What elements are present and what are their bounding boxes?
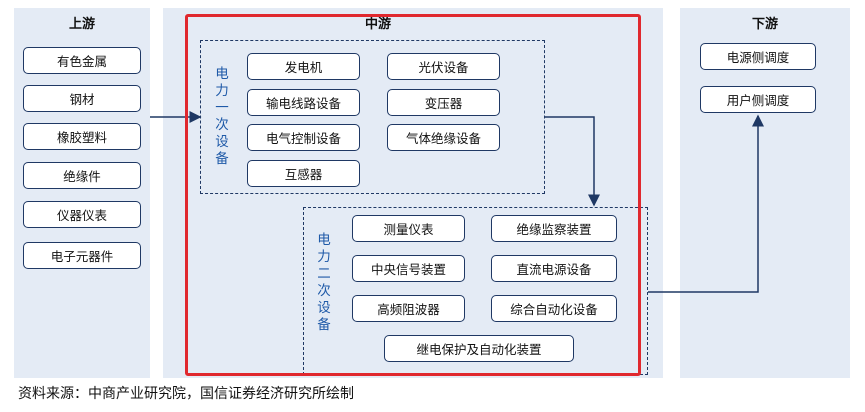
primary-item: 电气控制设备 xyxy=(247,124,360,151)
arrow-secondary-to-downstream xyxy=(648,114,764,293)
upstream-item: 橡胶塑料 xyxy=(23,123,141,150)
upstream-item: 绝缘件 xyxy=(23,162,141,189)
secondary-item: 高频阻波器 xyxy=(352,295,465,322)
upstream-item: 有色金属 xyxy=(23,47,141,74)
primary-item: 变压器 xyxy=(387,89,500,116)
upstream-item: 电子元器件 xyxy=(23,242,141,269)
primary-item: 互感器 xyxy=(247,160,360,187)
secondary-item: 中央信号装置 xyxy=(352,255,465,282)
secondary-item: 综合自动化设备 xyxy=(491,295,617,322)
downstream-item: 电源侧调度 xyxy=(700,43,816,70)
arrow-primary-to-secondary xyxy=(545,116,600,207)
primary-item: 光伏设备 xyxy=(387,53,500,80)
upstream-title: 上游 xyxy=(68,17,95,32)
midstream-title: 中游 xyxy=(364,17,391,32)
downstream-title: 下游 xyxy=(751,17,778,32)
primary-item: 发电机 xyxy=(247,53,360,80)
primary-equipment-group xyxy=(200,40,545,194)
primary-item: 输电线路设备 xyxy=(247,89,360,116)
upstream-item: 仪器仪表 xyxy=(23,201,141,228)
primary-item: 气体绝缘设备 xyxy=(387,124,500,151)
source-caption: 资料来源：中商产业研究院，国信证券经济研究所绘制 xyxy=(18,386,354,402)
secondary-item: 测量仪表 xyxy=(352,215,465,242)
secondary-item: 绝缘监察装置 xyxy=(491,215,617,242)
highlight-frame xyxy=(185,14,641,376)
upstream-item: 钢材 xyxy=(23,85,141,112)
secondary-item: 直流电源设备 xyxy=(491,255,617,282)
primary-equipment-label: 电力一次设备 xyxy=(215,66,229,167)
downstream-item: 用户侧调度 xyxy=(700,86,816,113)
secondary-equipment-label: 电力二次设备 xyxy=(317,232,331,333)
secondary-item: 继电保护及自动化装置 xyxy=(384,335,574,362)
